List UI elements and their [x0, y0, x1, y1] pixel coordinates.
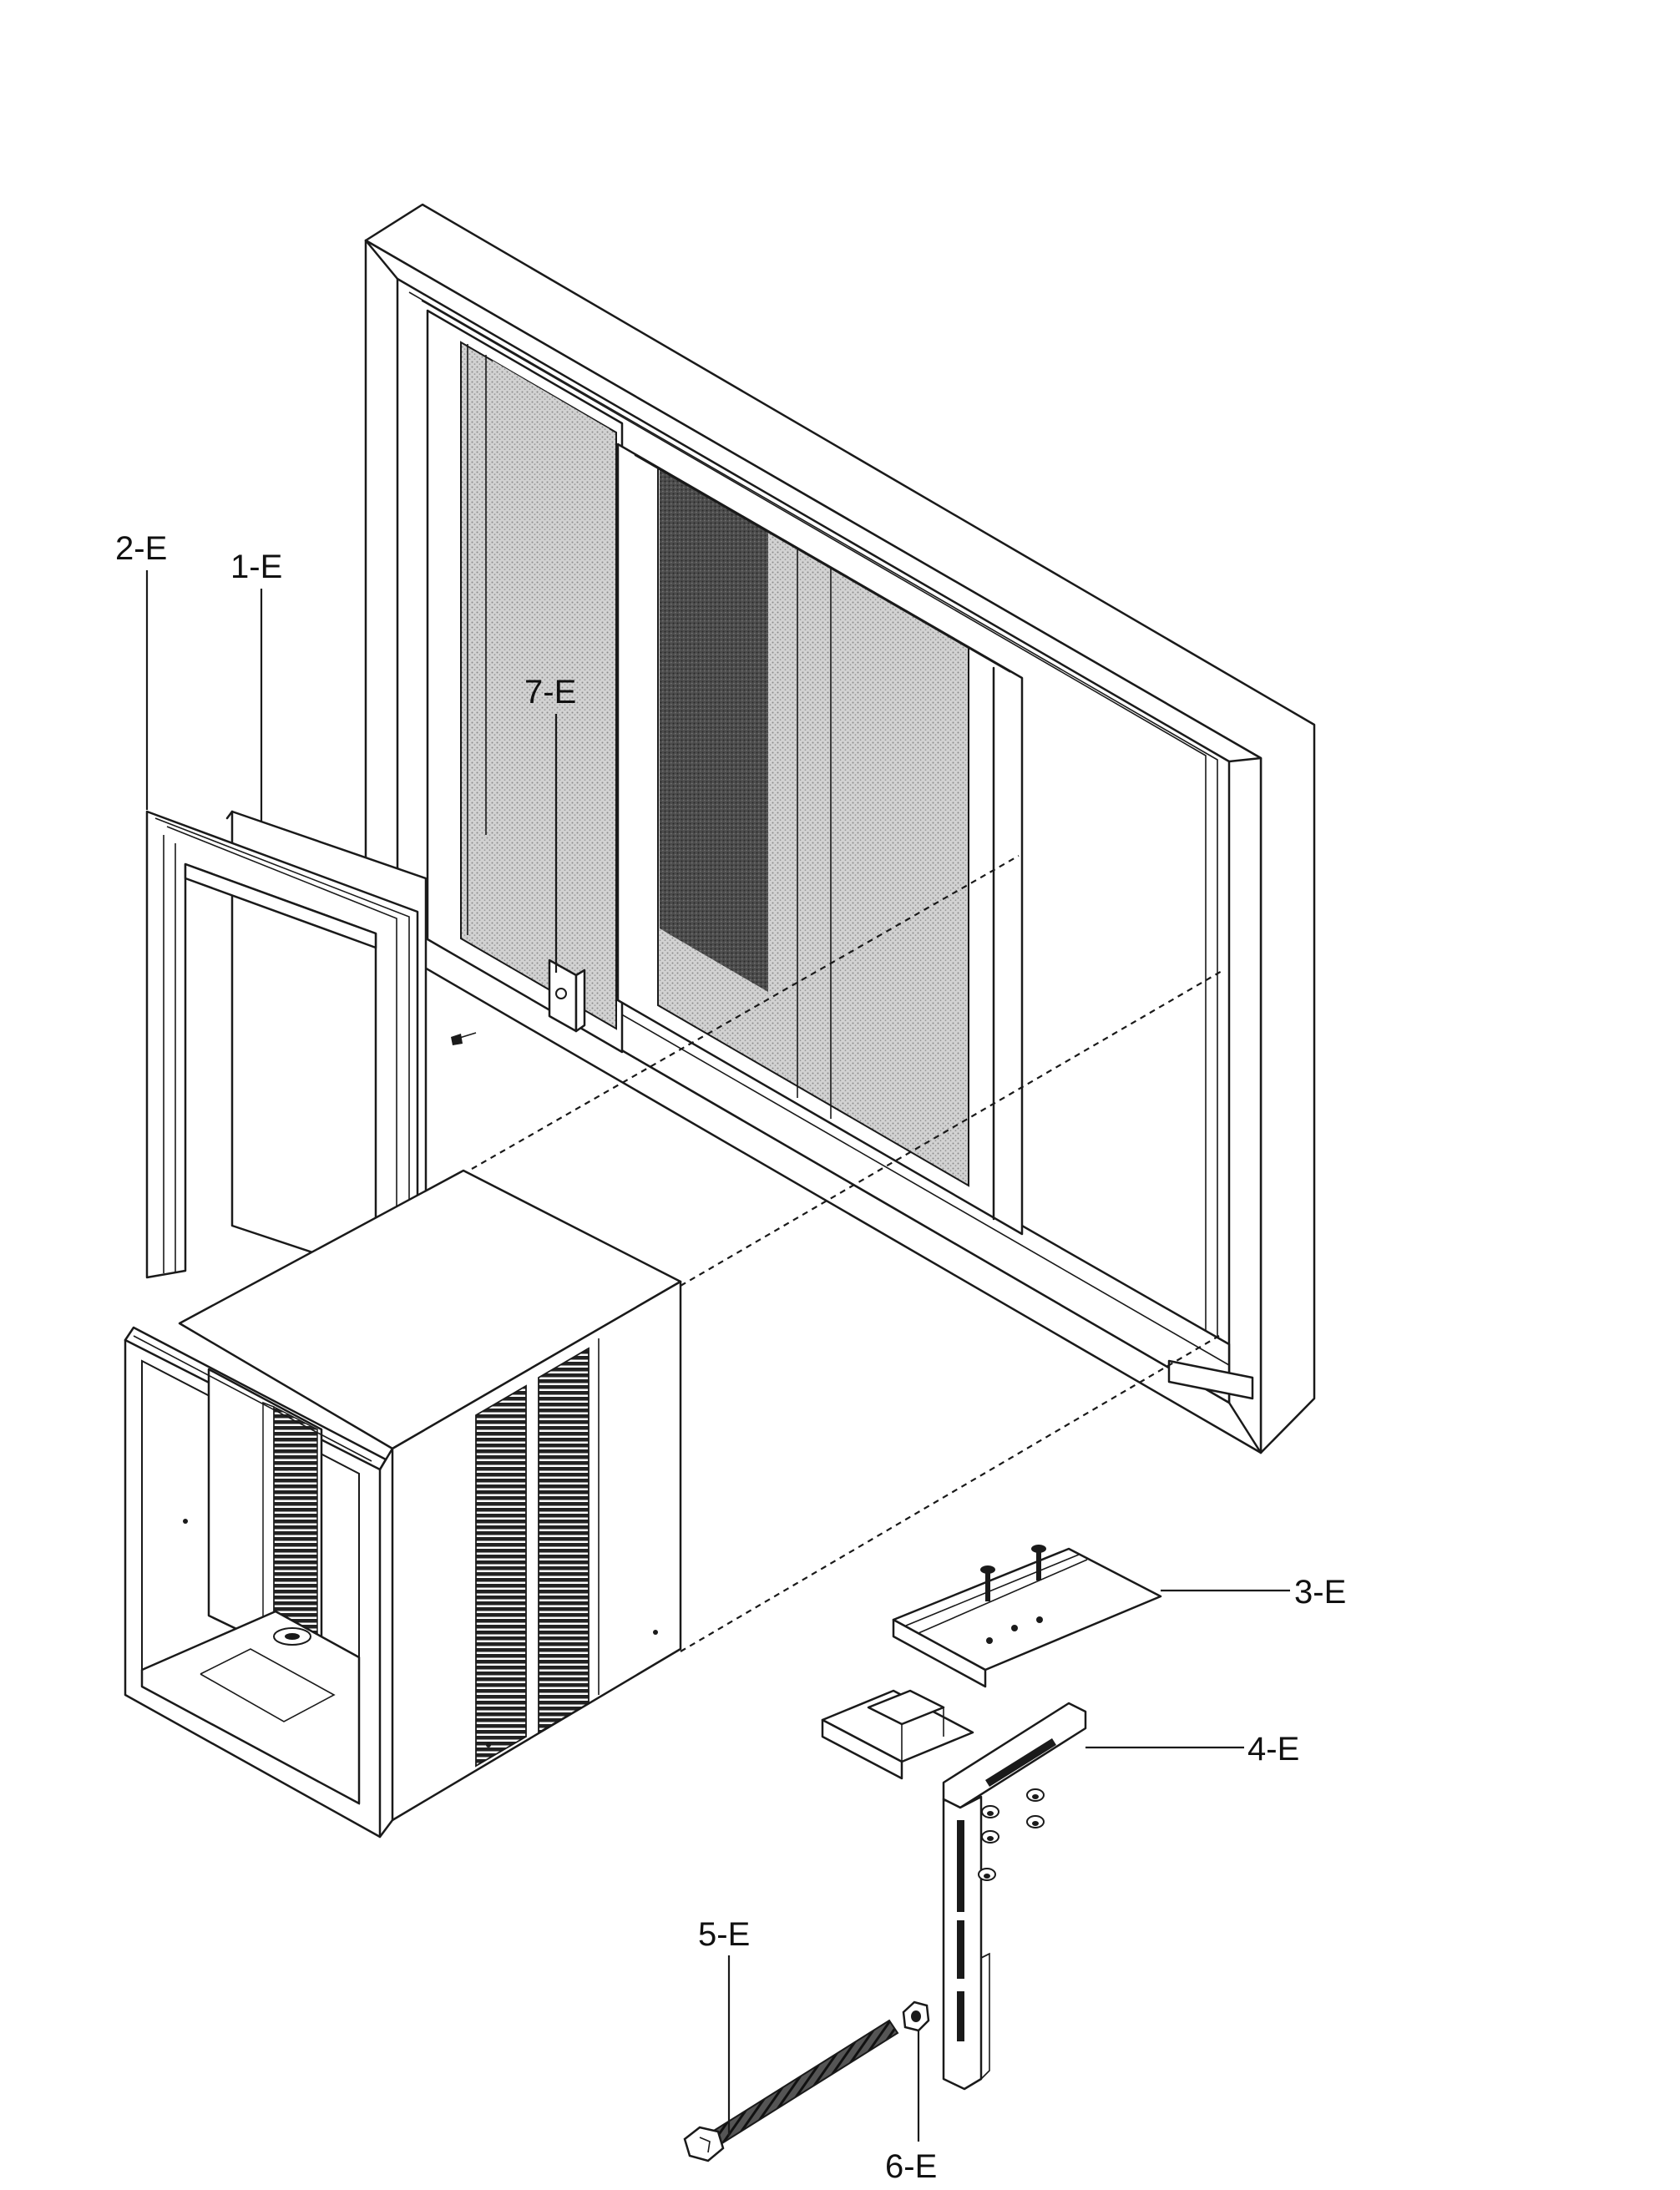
callout-6e: 6-E: [885, 2148, 937, 2185]
callout-1e: 1-E: [230, 549, 282, 585]
bracket-nut: [1026, 1788, 1045, 1802]
air-conditioner-cabinet: [124, 1169, 682, 1838]
part-3e-support-bracket: [821, 1545, 1162, 1780]
callout-4e: 4-E: [1247, 1731, 1299, 1768]
part-4e-l-bracket: [942, 1702, 1087, 2091]
part-7e-window-stopper: [451, 958, 586, 1045]
bracket-nut: [981, 1830, 999, 1844]
bracket-screw: [1031, 1545, 1046, 1581]
left-window-sash: [426, 309, 624, 1054]
leader-lines: [145, 570, 1290, 2142]
bracket-nut: [981, 1805, 999, 1818]
callout-7e: 7-E: [524, 674, 576, 711]
sliding-window-sash: [616, 443, 1024, 1236]
part-5e-threaded-bolt: [683, 2019, 899, 2162]
part-6e-nut: [902, 2000, 930, 2032]
callout-3e: 3-E: [1294, 1574, 1346, 1611]
callout-5e: 5-E: [698, 1916, 750, 1953]
bracket-nut: [978, 1868, 996, 1881]
bracket-nut: [1026, 1815, 1045, 1828]
callout-labels: 2-E 1-E 7-E 3-E 4-E 5-E 6-E: [115, 530, 1346, 2185]
callout-2e: 2-E: [115, 530, 167, 567]
bracket-screw: [980, 1565, 995, 1601]
alignment-dashed-lines: [471, 855, 1224, 1652]
